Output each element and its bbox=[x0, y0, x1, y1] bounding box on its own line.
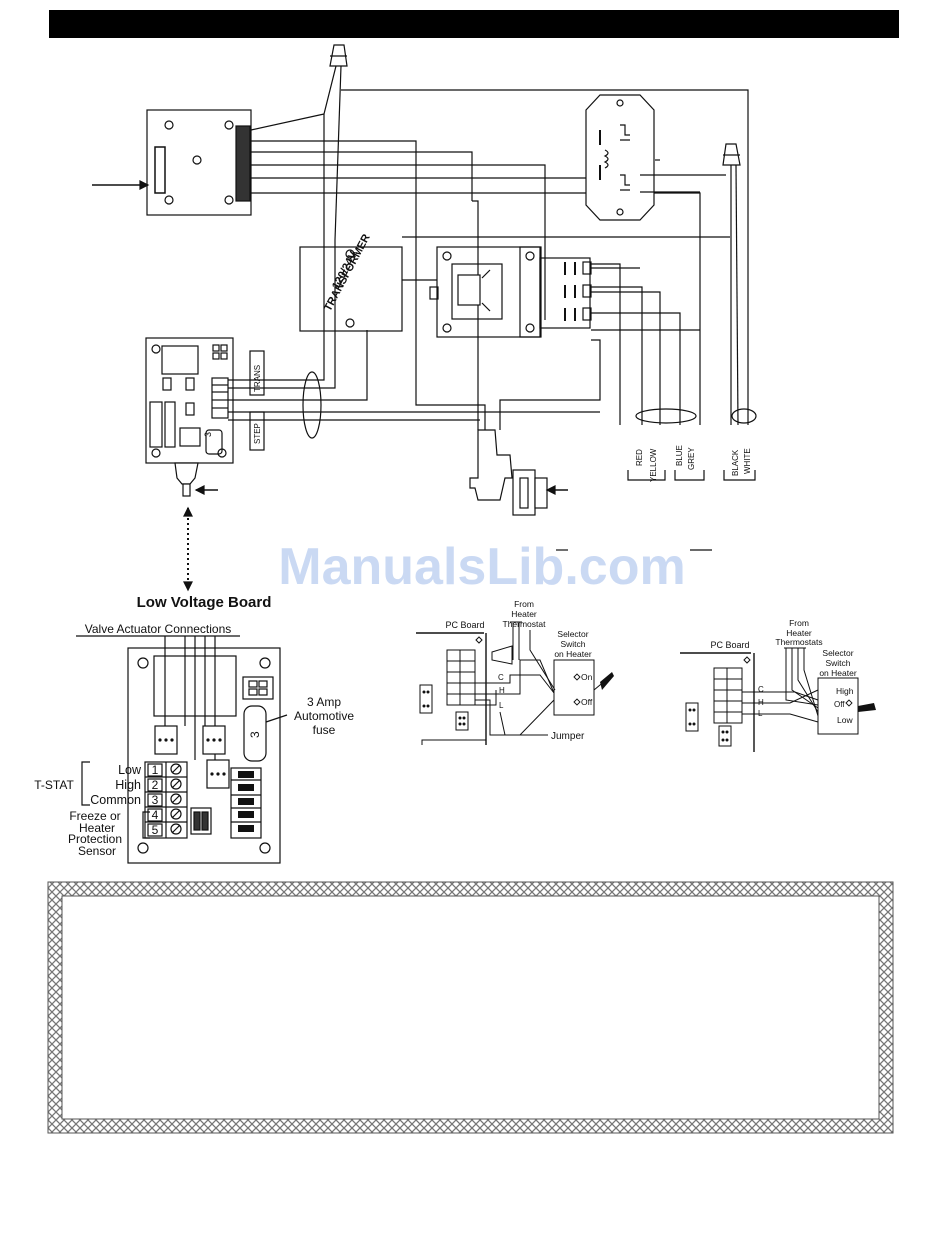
right-low: Low bbox=[837, 715, 853, 725]
wire-label-red: RED bbox=[635, 449, 644, 466]
terminal-label-1: Low bbox=[118, 763, 142, 777]
mid-from2: Heater bbox=[511, 609, 537, 619]
wire-nut-right bbox=[722, 143, 741, 426]
terminal-number-4: 4 bbox=[152, 808, 159, 822]
right-off: Off bbox=[834, 700, 845, 709]
main-wiring-diagram bbox=[92, 44, 757, 592]
right-sel2: Switch bbox=[825, 658, 850, 668]
right-sel3: on Heater bbox=[819, 668, 856, 678]
lattice-border-frame bbox=[48, 882, 893, 1133]
mid-pc-board: PC Board bbox=[445, 620, 484, 630]
right-sel1: Selector bbox=[822, 648, 853, 658]
terminal-label-2: High bbox=[115, 778, 141, 792]
mid-sel2: Switch bbox=[560, 639, 585, 649]
step-tag: STEP bbox=[253, 423, 262, 444]
lvb-sensor-line3: Protection bbox=[68, 832, 122, 846]
terminal-number-3: 3 bbox=[152, 793, 159, 807]
contactor bbox=[429, 246, 592, 338]
right-from3: Thermostats bbox=[775, 637, 822, 647]
terminal-number-5: 5 bbox=[152, 823, 159, 837]
mid-off: Off bbox=[581, 697, 593, 707]
lvb-sensor-line1: Freeze or bbox=[69, 809, 120, 823]
lvb-fuse-line1: 3 Amp bbox=[307, 695, 341, 709]
mid-c: C bbox=[498, 673, 504, 682]
lower-control-board bbox=[145, 337, 234, 464]
right-from1: From bbox=[789, 618, 809, 628]
header-bar bbox=[49, 10, 899, 38]
right-pc-board: PC Board bbox=[710, 640, 749, 650]
selector-diagram-dual: PC Board From Heater Thermostats Selecto… bbox=[680, 618, 876, 752]
mid-on: On bbox=[581, 672, 593, 682]
lvb-fuse-line2: Automotive bbox=[294, 709, 354, 723]
wire-nut-top bbox=[323, 44, 348, 241]
lvb-sensor-line4: Sensor bbox=[78, 844, 116, 858]
mid-sel1: Selector bbox=[557, 629, 588, 639]
right-high: High bbox=[836, 686, 854, 696]
terminal-number-2: 2 bbox=[152, 778, 159, 792]
right-h: H bbox=[758, 698, 764, 707]
wire-label-black: BLACK bbox=[731, 449, 740, 476]
wire-label-blue: BLUE bbox=[675, 445, 684, 466]
lvb-title: Low Voltage Board bbox=[137, 594, 272, 611]
wire-label-yellow: YELLOW bbox=[649, 448, 658, 482]
terminal-label-3: Common bbox=[90, 793, 141, 807]
lvb-valve-connections: Valve Actuator Connections bbox=[85, 622, 232, 636]
pressure-switch bbox=[469, 429, 568, 516]
lower-board-fuse-digit: 3 bbox=[203, 432, 213, 437]
mid-h: H bbox=[499, 686, 505, 695]
lvb-fuse-digit: 3 bbox=[248, 731, 262, 738]
terminal-number-1: 1 bbox=[152, 763, 159, 777]
watermark: ManualsLib.com bbox=[278, 538, 685, 596]
selector-diagram-single: PC Board From Heater Thermostat Selector… bbox=[416, 599, 614, 745]
terminal-list: 1 Low 2 High 3 Common 45 bbox=[90, 763, 158, 837]
mid-l: L bbox=[499, 701, 504, 710]
wire-label-white: WHITE bbox=[743, 448, 752, 474]
mid-from1: From bbox=[514, 599, 534, 609]
wire-label-grey: GREY bbox=[687, 447, 696, 470]
low-voltage-board: Low Voltage Board Valve Actuator Connect… bbox=[34, 594, 354, 864]
lvb-fuse-line3: fuse bbox=[313, 723, 336, 737]
relay bbox=[585, 94, 660, 221]
right-from2: Heater bbox=[786, 628, 812, 638]
trans-tag: TRANS bbox=[253, 365, 262, 392]
mid-from3: Thermostat bbox=[503, 619, 547, 629]
right-c: C bbox=[758, 685, 764, 694]
mid-jumper: Jumper bbox=[551, 731, 585, 742]
lvb-sensor-line2: Heater bbox=[79, 821, 115, 835]
right-l: L bbox=[758, 709, 763, 718]
control-board bbox=[146, 109, 252, 216]
transformer bbox=[299, 246, 403, 332]
lvb-tstat: T-STAT bbox=[34, 778, 74, 792]
mid-sel3: on Heater bbox=[554, 649, 591, 659]
